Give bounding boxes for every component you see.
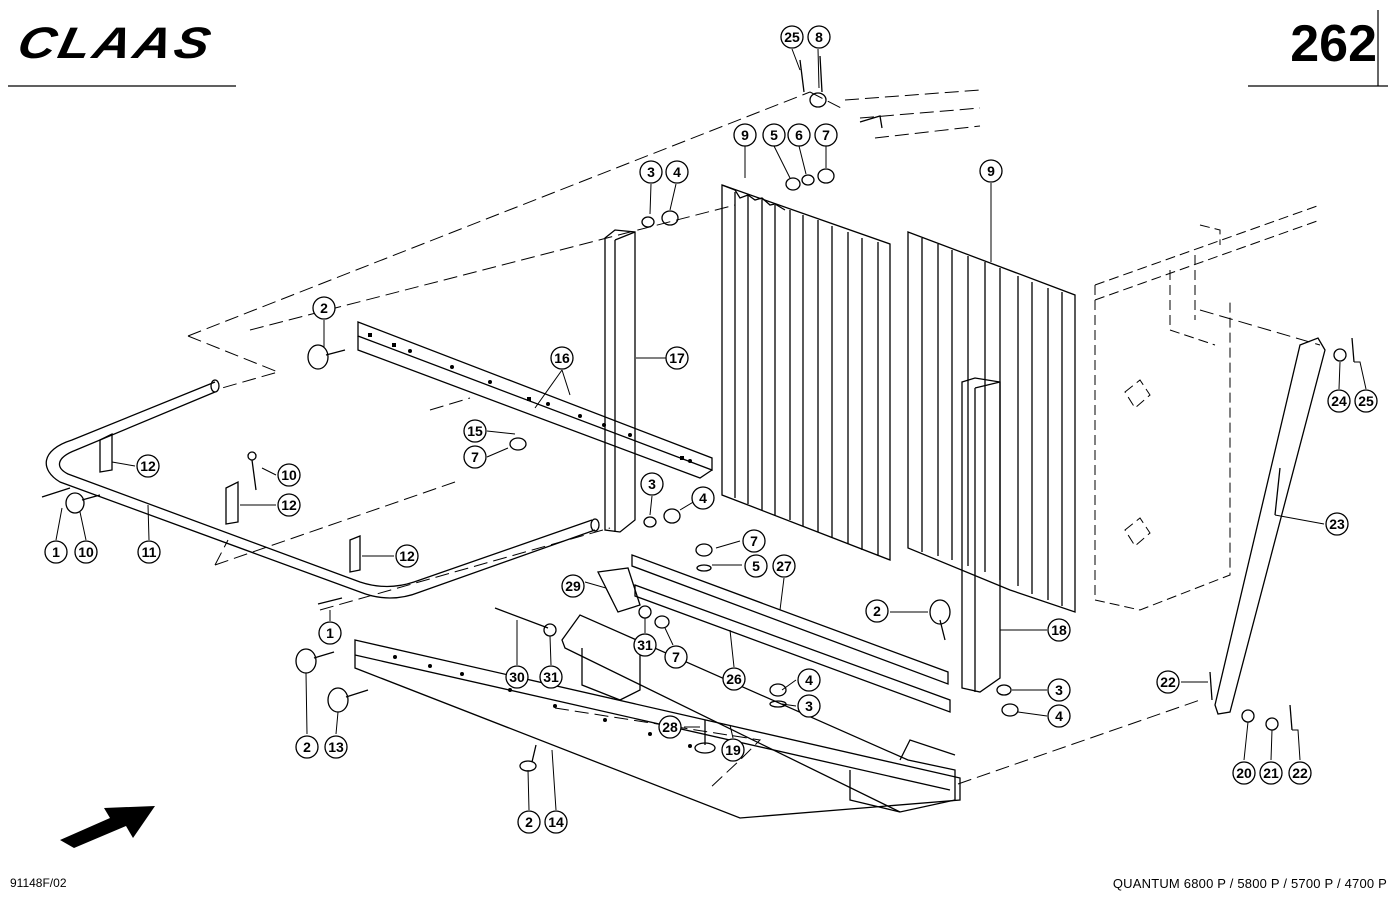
leader-lines <box>55 48 1367 811</box>
callout-label: 3 <box>648 476 656 492</box>
header-rules <box>8 10 1388 87</box>
callout-label: 31 <box>543 669 559 685</box>
flat-strip-upper <box>631 554 949 685</box>
callout-label: 15 <box>467 423 483 439</box>
hidden-edges <box>187 89 1321 789</box>
frame-box <box>1094 204 1321 611</box>
corrugated-panel-right <box>907 231 1076 613</box>
callout-label: 29 <box>565 578 581 594</box>
corrugated-panel-left <box>721 184 891 561</box>
direction-arrow-icon <box>60 806 155 848</box>
callout-label: 1 <box>52 544 60 560</box>
callout-label: 7 <box>822 127 830 143</box>
callout-label: 2 <box>303 739 311 755</box>
callout-label: 9 <box>741 127 749 143</box>
tube-rail <box>45 381 596 599</box>
drawing-reference: 91148F/02 <box>10 876 67 890</box>
callout-label: 7 <box>672 649 680 665</box>
callout-label: 1 <box>326 625 334 641</box>
callout-label: 25 <box>784 29 800 45</box>
callout-label: 23 <box>1329 516 1345 532</box>
channel-bracket <box>561 614 956 813</box>
callout-label: 26 <box>726 671 742 687</box>
callout-label: 13 <box>328 739 344 755</box>
callout-label: 17 <box>669 350 685 366</box>
callout-label: 19 <box>725 742 741 758</box>
callout-label: 4 <box>1055 708 1063 724</box>
angle-bar-lower <box>354 639 961 819</box>
callout-label: 2 <box>525 814 533 830</box>
callout-label: 10 <box>78 544 94 560</box>
callout-label: 4 <box>699 490 707 506</box>
flat-strip-lower <box>634 584 951 713</box>
callout-label: 14 <box>548 814 564 830</box>
angle-bar-upper <box>357 321 713 471</box>
upright-post-left <box>604 229 636 533</box>
callout-label: 5 <box>752 558 760 574</box>
callout-label: 2 <box>320 300 328 316</box>
callout-label: 2 <box>873 603 881 619</box>
callout-label: 3 <box>1055 682 1063 698</box>
callout-label: 31 <box>637 637 653 653</box>
callout-label: 27 <box>776 558 792 574</box>
callout-label: 5 <box>770 127 778 143</box>
callout-label: 18 <box>1051 622 1067 638</box>
upright-post-right <box>961 377 1001 693</box>
callout-label: 8 <box>815 29 823 45</box>
model-list: QUANTUM 6800 P / 5800 P / 5700 P / 4700 … <box>1112 876 1387 891</box>
callout-label: 21 <box>1263 765 1279 781</box>
callout-label: 3 <box>647 164 655 180</box>
callout-label: 10 <box>281 467 297 483</box>
callout-label: 12 <box>140 458 156 474</box>
callout-label: 22 <box>1160 674 1176 690</box>
page-number: 262 <box>1290 15 1377 73</box>
callout-label: 24 <box>1331 393 1347 409</box>
callout-label: 25 <box>1358 393 1374 409</box>
diagonal-brace <box>1214 337 1326 715</box>
callout-bubbles <box>44 25 1378 834</box>
callout-label: 6 <box>795 127 803 143</box>
callout-label: 4 <box>673 164 681 180</box>
part-linework <box>41 55 1355 819</box>
callout-label: 12 <box>281 497 297 513</box>
callout-label: 11 <box>142 544 157 560</box>
callout-label: 9 <box>987 163 995 179</box>
callout-label: 20 <box>1236 765 1252 781</box>
callout-label: 7 <box>750 533 758 549</box>
callout-label: 3 <box>805 698 813 714</box>
callout-label: 7 <box>471 449 479 465</box>
callout-label: 4 <box>805 672 813 688</box>
callout-label: 30 <box>509 669 525 685</box>
callout-label: 22 <box>1292 765 1308 781</box>
callout-label: 16 <box>554 350 570 366</box>
callout-label: 12 <box>399 548 415 564</box>
callout-label: 28 <box>662 719 678 735</box>
